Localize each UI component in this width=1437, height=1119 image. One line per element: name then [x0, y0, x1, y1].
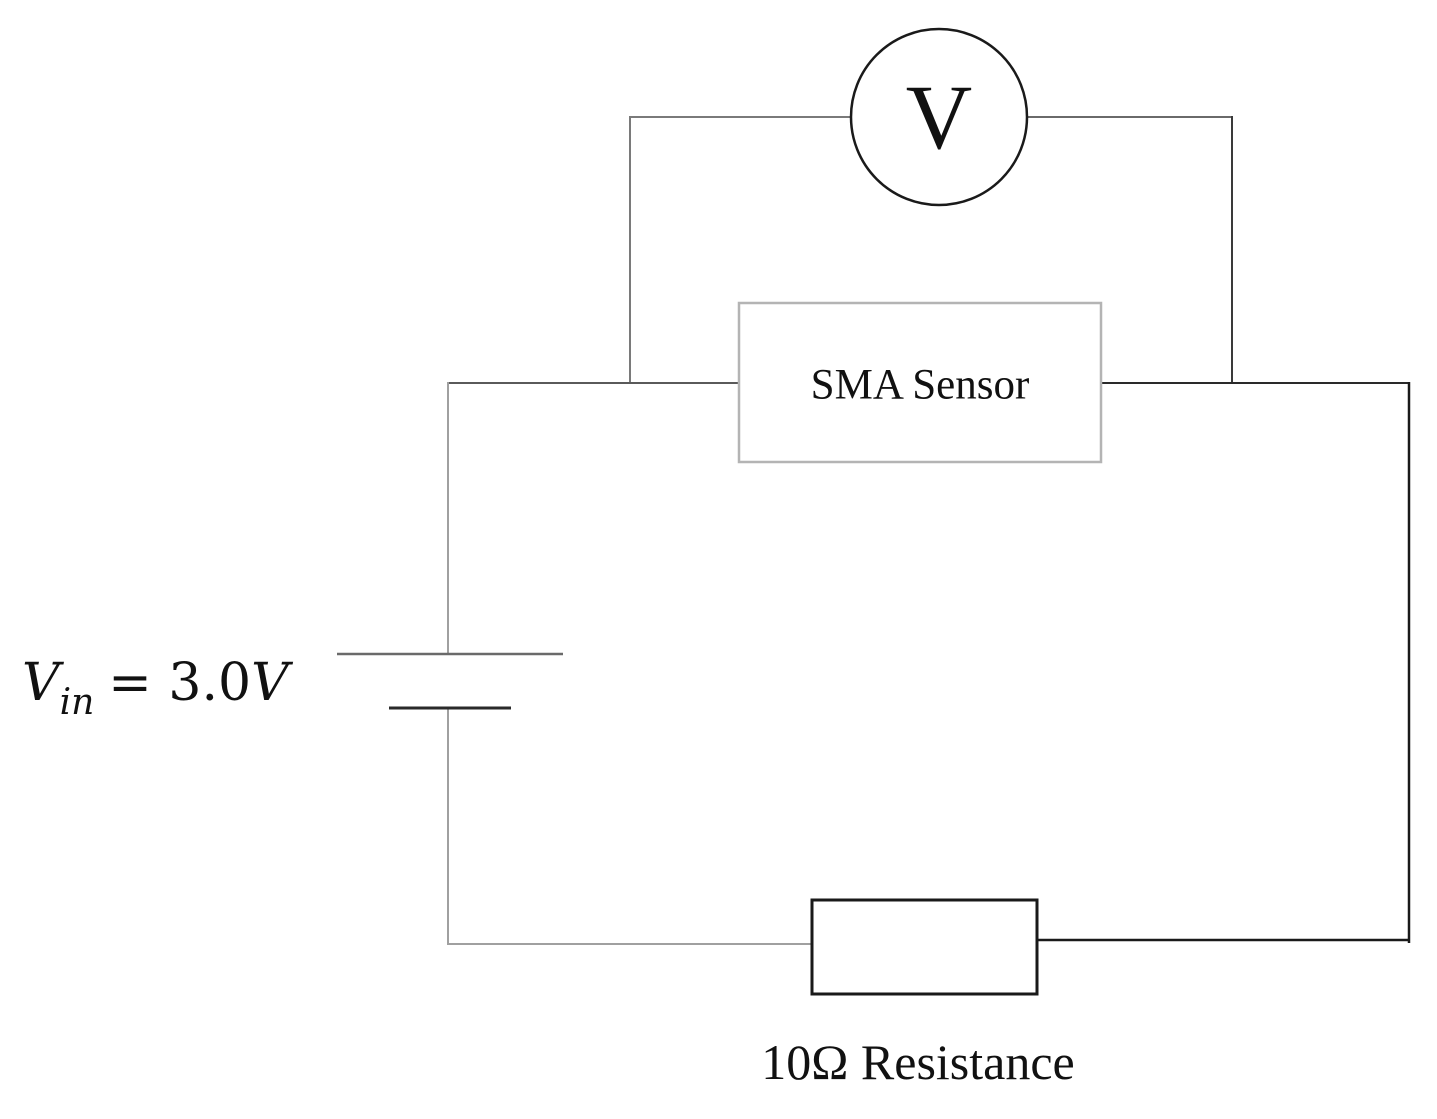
main-loop	[447, 382, 1411, 945]
sma-sensor: SMA Sensor	[737, 301, 1103, 464]
source-voltage-subscript: in	[60, 682, 95, 723]
source-voltage-symbol: V	[22, 653, 64, 713]
voltmeter-circle	[849, 27, 1029, 207]
source-voltage-unit: V	[251, 653, 293, 713]
voltmeter-branch	[629, 116, 1233, 383]
sma-sensor-box	[737, 301, 1103, 464]
battery	[337, 652, 563, 710]
voltmeter: V	[849, 27, 1029, 207]
source-voltage-value: = 3.0	[108, 653, 251, 713]
source-voltage-label: Vin= 3.0V	[22, 653, 293, 723]
resistor: 10Ω Resistance	[761, 898, 1075, 1090]
sma-sensor-label: SMA Sensor	[811, 362, 1030, 409]
voltmeter-symbol: V	[906, 66, 972, 168]
resistor-label: 10Ω Resistance	[761, 1034, 1074, 1090]
resistor-box	[810, 898, 1039, 996]
